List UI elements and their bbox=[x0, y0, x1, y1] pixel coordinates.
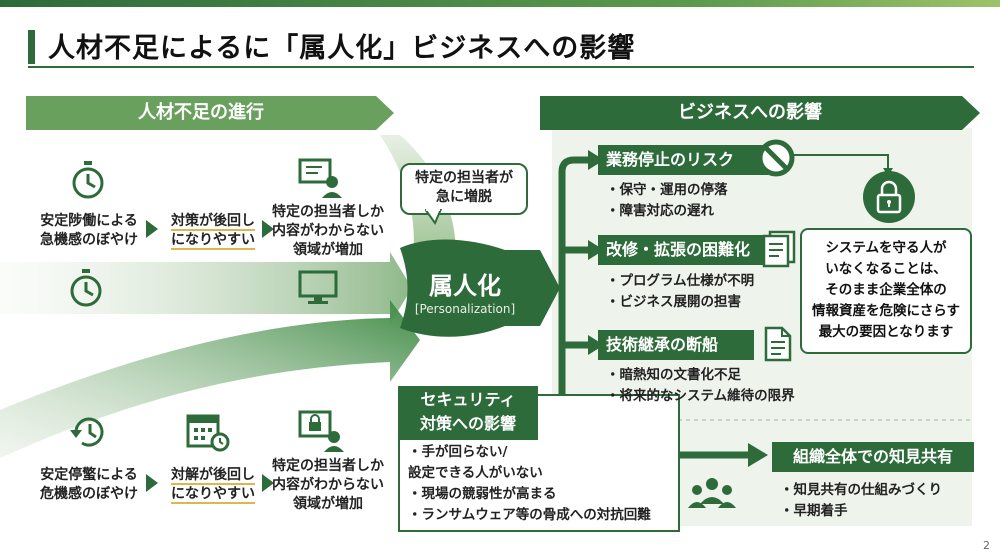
center-blob bbox=[400, 239, 560, 337]
security-bullet-1-text: 手が回らない/ 設定できる人がいない bbox=[408, 444, 543, 481]
chevron-right-icon bbox=[262, 220, 274, 238]
impact-2-bullet-2-text: ビジネス展開の担害 bbox=[619, 294, 742, 310]
page-number: 2 bbox=[983, 539, 990, 552]
impact-3-title: 技術継承の断船 bbox=[598, 330, 754, 360]
impact-1-bullet-2: ・障害対応の遅れ bbox=[606, 203, 715, 219]
row2-item2: 対解が後回し になりやすい bbox=[158, 466, 268, 504]
screen-icon bbox=[298, 270, 338, 304]
callout-top: 特定の担当者が 急に増脱 bbox=[400, 163, 528, 215]
impact-3-bullet-1-text: 暗熱知の文書化不足 bbox=[619, 367, 742, 383]
left-banner-label: 人材不足の進行 bbox=[138, 102, 264, 123]
row1-item1: 安定陟働による 急機感のぼやけ bbox=[40, 213, 138, 248]
right-banner-label: ビジネスへの影響 bbox=[678, 102, 822, 123]
history-clock-icon bbox=[70, 417, 104, 447]
knowledge-bullet-2: ・早期着手 bbox=[780, 503, 848, 519]
impact-3-bullet-2: ・将来的なシステム維待の限界 bbox=[606, 388, 795, 404]
summary-box: システムを守る人が いなくなることは、 そのまま企業全体の 情報資産を危険にさら… bbox=[800, 228, 972, 354]
security-bullet-3-text: ランサムウェア等の骨成への対抗回難 bbox=[421, 507, 651, 523]
security-bullet-1: ・手が回らない/ 設定できる人がいない bbox=[408, 444, 543, 481]
document-stack-icon bbox=[762, 230, 796, 268]
security-bullet-2: ・現場の競弱性が高まる bbox=[408, 486, 557, 502]
knowledge-bullet-1-text: 知見共有の仕組みづくり bbox=[793, 482, 943, 498]
middle-band-arrow bbox=[0, 252, 412, 324]
row1-item3: 特定の担当者しか 内容がわからない 領域が増加 bbox=[272, 204, 384, 258]
callout-top-text: 特定の担当者が 急に増脱 bbox=[415, 170, 513, 205]
calendar-clock-icon bbox=[186, 414, 230, 452]
impact-1-bullet-1-text: 保守・運用の停落 bbox=[619, 182, 728, 198]
impact-1-title: 業務停止のリスク bbox=[598, 145, 768, 175]
right-banner-shape bbox=[540, 96, 980, 130]
group-icon bbox=[688, 478, 736, 508]
center-sub: [Personalization] bbox=[414, 302, 516, 316]
impact-3-bullet-1: ・暗熱知の文書化不足 bbox=[606, 367, 742, 383]
document-icon bbox=[764, 326, 792, 362]
knowledge-bullet-2-text: 早期着手 bbox=[793, 503, 848, 519]
impact-2-bullet-1: ・プログラム仕様が不明 bbox=[606, 273, 755, 289]
lock-screen-person-icon bbox=[298, 410, 344, 452]
sweep-arrow bbox=[0, 300, 420, 458]
impact-2-bullet-2: ・ビジネス展開の担害 bbox=[606, 294, 742, 310]
impact-3-bullet-2-text: 将来的なシステム維待の限界 bbox=[619, 388, 795, 404]
prohibited-icon bbox=[757, 139, 795, 177]
security-bullet-3: ・ランサムウェア等の骨成への対抗回難 bbox=[408, 507, 651, 523]
chevron-right-icon bbox=[146, 220, 158, 238]
knowledge-bullet-1: ・知見共有の仕組みづくり bbox=[780, 482, 943, 498]
page-title: 人材不足によるに「属人化」ビジネスへの影響 bbox=[48, 33, 636, 64]
row1-item2: 対策が後回し になりやすい bbox=[158, 212, 268, 250]
title-underline bbox=[28, 66, 974, 68]
stopwatch-icon bbox=[70, 269, 102, 307]
left-banner-shape bbox=[26, 96, 394, 130]
impact-2-title: 改修・拡張の困難化 bbox=[598, 235, 774, 265]
summary-text: システムを守る人が いなくなることは、 そのまま企業全体の 情報資産を危険にさら… bbox=[812, 240, 960, 340]
security-title: セキュリティ 対策への影響 bbox=[398, 386, 538, 440]
callout-tail bbox=[425, 209, 443, 225]
center-label: 属人化 bbox=[429, 272, 501, 300]
row2-item2-text: 対解が後回し になりやすい bbox=[171, 467, 255, 504]
padlock-icon bbox=[863, 171, 915, 223]
row2-item1: 安定停蟼による 危機感のぼやけ bbox=[40, 467, 138, 502]
top-accent-bar bbox=[0, 0, 1000, 7]
row1-item2-text: 対策が後回し になりやすい bbox=[171, 213, 255, 250]
stopwatch-icon bbox=[72, 161, 104, 199]
security-bullet-2-text: 現場の競弱性が高まる bbox=[421, 486, 557, 502]
row2-item3: 特定の担当者しか 内容がわからない 領域が増加 bbox=[272, 458, 384, 512]
chevron-right-icon bbox=[262, 474, 274, 492]
title-accent bbox=[28, 30, 35, 64]
monitor-person-icon bbox=[298, 158, 342, 198]
impact-1-bullet-2-text: 障害対応の遅れ bbox=[619, 203, 715, 219]
knowledge-title: 組織全体での知見共有 bbox=[772, 442, 974, 472]
impact-2-bullet-1-text: プログラム仕様が不明 bbox=[619, 273, 755, 289]
chevron-right-icon bbox=[146, 474, 158, 492]
impact-1-bullet-1: ・保守・運用の停落 bbox=[606, 182, 728, 198]
